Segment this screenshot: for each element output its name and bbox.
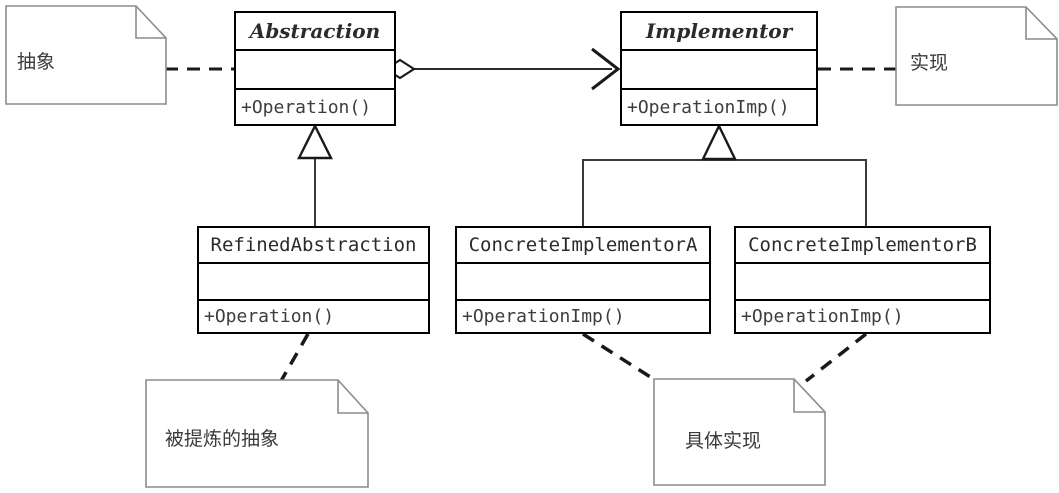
class-abstraction[interactable]: Abstraction +Operation(): [234, 11, 396, 126]
class-implementor-operations-compartment: +OperationImp(): [622, 90, 816, 124]
class-abstraction-title: Abstraction: [249, 19, 381, 43]
note-shape-icon: [145, 379, 369, 488]
edge-abstraction-implementor: [383, 47, 621, 91]
note-implementor-label: 实现: [910, 52, 949, 74]
class-concrete-implementor-a[interactable]: ConcreteImplementorA +OperationImp(): [455, 226, 711, 334]
note-concrete-implementation-label: 具体实现: [685, 430, 762, 452]
note-shape-icon: [5, 5, 167, 105]
class-concrete-implementor-a-attributes-compartment: [457, 264, 709, 301]
note-link-concrete-implementor-b: [804, 332, 868, 383]
note-implementor[interactable]: 实现: [895, 6, 1058, 106]
class-concrete-implementor-b-name-compartment: ConcreteImplementorB: [736, 228, 989, 264]
class-concrete-implementor-b-title: ConcreteImplementorB: [748, 234, 977, 256]
hollow-triangle-icon: [297, 123, 333, 160]
class-abstraction-operation: +Operation(): [241, 96, 372, 118]
note-shape-icon: [895, 6, 1058, 106]
note-concrete-implementation[interactable]: 具体实现: [653, 378, 826, 486]
class-refined-abstraction-name-compartment: RefinedAbstraction: [199, 228, 428, 264]
class-abstraction-operations-compartment: +Operation(): [236, 90, 394, 124]
class-concrete-implementor-a-title: ConcreteImplementorA: [468, 234, 698, 256]
class-implementor[interactable]: Implementor +OperationImp(): [620, 11, 818, 126]
note-abstraction[interactable]: 抽象: [5, 5, 167, 105]
edge-refinedabstraction-abstraction: [297, 123, 333, 226]
class-refined-abstraction-title: RefinedAbstraction: [210, 234, 417, 256]
class-concrete-implementor-b[interactable]: ConcreteImplementorB +OperationImp(): [734, 226, 991, 334]
class-concrete-implementor-b-attributes-compartment: [736, 264, 989, 301]
class-implementor-name-compartment: Implementor: [622, 13, 816, 51]
note-shape-icon: [653, 378, 826, 486]
class-concrete-implementor-b-operation: +OperationImp(): [741, 306, 904, 327]
class-concrete-implementor-a-operations-compartment: +OperationImp(): [457, 301, 709, 332]
class-implementor-operation: +OperationImp(): [627, 96, 790, 118]
edge-concreteimplementors-implementor: [582, 123, 867, 226]
class-implementor-title: Implementor: [645, 19, 793, 43]
class-refined-abstraction[interactable]: RefinedAbstraction +Operation(): [197, 226, 430, 334]
note-refined-abstraction[interactable]: 被提炼的抽象: [145, 379, 369, 488]
note-link-refined-abstraction: [279, 333, 310, 382]
class-implementor-attributes-compartment: [622, 51, 816, 90]
class-abstraction-name-compartment: Abstraction: [236, 13, 394, 51]
class-concrete-implementor-a-operation: +OperationImp(): [462, 306, 625, 327]
open-arrow-icon: [591, 47, 621, 91]
hollow-triangle-icon: [701, 123, 737, 161]
class-concrete-implementor-a-name-compartment: ConcreteImplementorA: [457, 228, 709, 264]
class-refined-abstraction-operation: +Operation(): [204, 306, 335, 327]
note-abstraction-label: 抽象: [17, 51, 56, 73]
note-refined-abstraction-label: 被提炼的抽象: [165, 428, 280, 450]
class-refined-abstraction-attributes-compartment: [199, 264, 428, 301]
class-refined-abstraction-operations-compartment: +Operation(): [199, 301, 428, 332]
class-concrete-implementor-b-operations-compartment: +OperationImp(): [736, 301, 989, 332]
note-link-concrete-implementor-a: [582, 332, 656, 382]
class-abstraction-attributes-compartment: [236, 51, 394, 90]
